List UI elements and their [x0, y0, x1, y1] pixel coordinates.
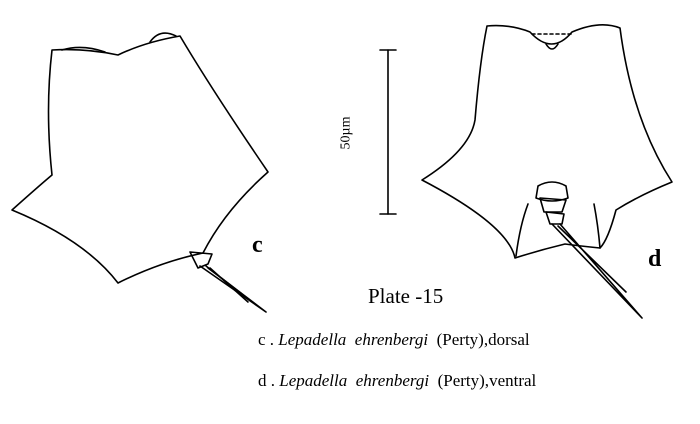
caption-c-genus: Lepadella: [278, 330, 347, 349]
caption-d-genus: Lepadella: [279, 371, 348, 390]
figure-c-label: c: [252, 232, 263, 258]
figure-c-drawing: [11, 32, 269, 313]
figure-d-foot-segment-2: [539, 197, 567, 213]
caption-d-separator: .: [266, 371, 280, 390]
figure-d-sternal-notch: [545, 43, 559, 50]
caption-d-species: ehrenbergi: [355, 371, 430, 390]
figure-c-head-right-lobe: [149, 32, 177, 43]
caption-c-authority: (Perty),: [436, 330, 489, 349]
figure-d-toe: [551, 223, 643, 319]
caption-c-species: ehrenbergi: [354, 330, 429, 349]
figure-d-foot-segment-3: [545, 211, 565, 225]
figure-c-foot: [189, 251, 213, 269]
caption-d-letter: d: [258, 371, 267, 390]
figure-c-toe-inner: [205, 265, 249, 303]
scale-bar-drawing: [379, 49, 397, 215]
scale-bar-label: 50µm: [338, 116, 354, 150]
figure-d-foot-segment-1: [535, 181, 569, 202]
figure-d-drawing: [421, 24, 673, 319]
figure-d-label: d: [648, 246, 662, 272]
caption-d-authority: (Perty),: [437, 371, 490, 390]
figure-d-foot-groove: [515, 203, 601, 257]
caption-c: c . Lepadella ehrenbergi (Perty),dorsal: [258, 331, 530, 348]
figure-c-lorica-outline: [11, 35, 269, 284]
plate-title: Plate -15: [368, 284, 444, 308]
figure-d-lorica-outline: [421, 24, 673, 259]
figure-c-head-left-lobe: [61, 46, 106, 53]
caption-d: d . Lepadella ehrenbergi (Perty),ventral: [258, 372, 536, 389]
caption-d-view: ventral: [489, 371, 537, 390]
caption-c-letter: c: [258, 330, 266, 349]
caption-c-view: dorsal: [488, 330, 530, 349]
caption-c-separator: .: [265, 330, 279, 349]
